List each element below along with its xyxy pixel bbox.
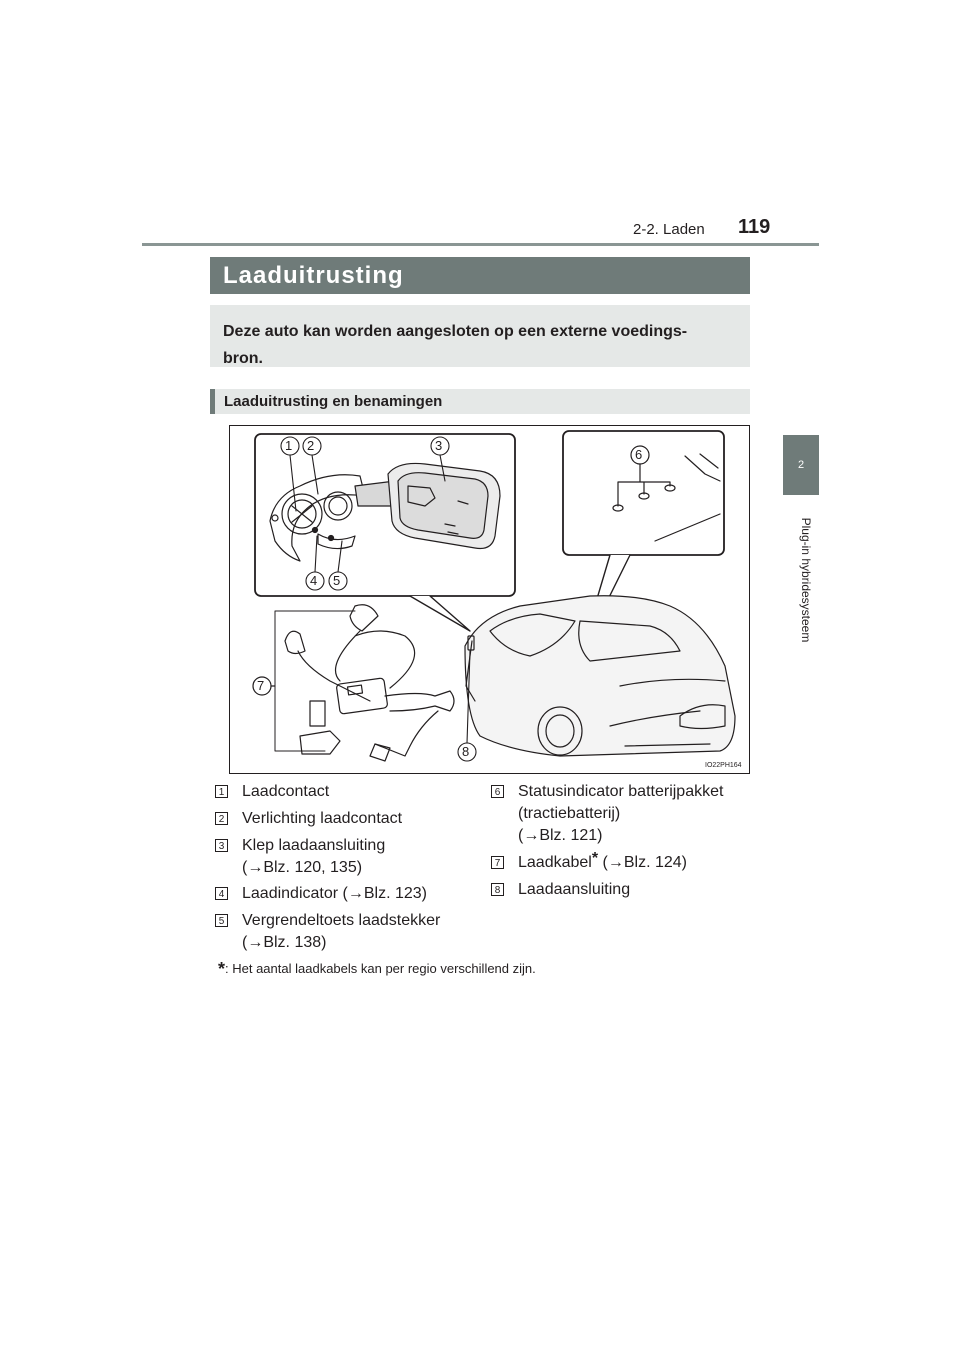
legend-item-1: 1 Laadcontact	[215, 781, 455, 803]
legend-text: Laadcontact	[242, 783, 330, 800]
legend-number: 5	[215, 914, 228, 927]
callout-7: 7	[257, 678, 265, 693]
legend-text: Laadaansluiting	[518, 881, 631, 898]
legend-label: Laadkabel	[518, 854, 592, 871]
subheading: Laaduitrusting en benamingen	[210, 389, 750, 414]
chapter-tab: 2	[783, 435, 819, 495]
chapter-number: 2	[797, 459, 805, 471]
section-reference: 2-2. Laden	[633, 221, 705, 238]
equipment-illustration: 1 2 3 4 5 6 7 8	[229, 425, 750, 774]
footnote-star: *	[218, 959, 226, 979]
page-title: Laaduitrusting	[210, 257, 750, 294]
legend-item-8: 8 Laadaansluiting	[491, 879, 751, 901]
legend-item-4: 4 Laadindicator (→Blz. 123)	[215, 883, 455, 905]
footnote: *: Het aantal laadkabels kan per regio v…	[218, 959, 536, 980]
legend-item-2: 2 Verlichting laadcontact	[215, 808, 455, 830]
charge-port-drawing	[269, 462, 501, 562]
legend-text: Verlichting laadcontact	[242, 810, 403, 827]
legend-text: Statusindicator batterijpakket	[518, 783, 724, 800]
callout-6: 6	[635, 447, 643, 462]
legend-number: 7	[491, 856, 504, 869]
subheading-text: Laaduitrusting en benamingen	[224, 393, 443, 410]
legend-text: Laadkabel* (→Blz. 124)	[518, 850, 687, 873]
callout-8: 8	[462, 744, 470, 759]
intro-line-2: bron.	[223, 350, 263, 367]
callout-2: 2	[307, 438, 315, 453]
car-drawing	[464, 595, 736, 757]
legend-text: (tractiebatterij)	[518, 805, 621, 822]
callout-3: 3	[435, 438, 443, 453]
legend-item-5: 5 Vergrendeltoets laadstekker (→Blz. 138…	[215, 910, 455, 954]
charging-cable-drawing	[252, 604, 455, 762]
legend-text: (→Blz. 138)	[242, 934, 327, 951]
legend-number: 3	[215, 839, 228, 852]
chapter-title: Plug-in hybridesysteem	[799, 517, 813, 643]
legend-text: Klep laadaansluiting	[242, 837, 386, 854]
legend-text: (→Blz. 121)	[518, 827, 603, 844]
legend-item-6: 6 Statusindicator batterijpakket (tracti…	[491, 781, 751, 847]
legend-item-3: 3 Klep laadaansluiting (→Blz. 120, 135)	[215, 835, 455, 879]
legend-number: 8	[491, 883, 504, 896]
legend-suffix: (→Blz. 124)	[598, 854, 687, 871]
page-number: 119	[738, 216, 771, 238]
legend-text: Vergrendeltoets laadstekker	[242, 912, 441, 929]
legend-number: 1	[215, 785, 228, 798]
intro-line-1: Deze auto kan worden aangesloten op een …	[223, 323, 688, 340]
page-title-text: Laaduitrusting	[223, 261, 404, 289]
callout-1: 1	[285, 438, 293, 453]
header-rule	[142, 243, 819, 246]
status-indicator-inset	[562, 430, 725, 556]
legend-text: Laadindicator (→Blz. 123)	[242, 885, 427, 902]
legend-text: (→Blz. 120, 135)	[242, 859, 363, 876]
illustration-svg	[252, 430, 736, 762]
legend-item-7: 7 Laadkabel* (→Blz. 124)	[491, 850, 751, 874]
charge-port-inset	[254, 433, 516, 597]
legend-number: 4	[215, 887, 228, 900]
footnote-text: : Het aantal laadkabels kan per regio ve…	[225, 961, 536, 976]
footnote-marker: *	[591, 850, 599, 867]
status-indicator-drawing	[612, 445, 721, 542]
legend-number: 6	[491, 785, 504, 798]
legend-number: 2	[215, 812, 228, 825]
callout-5: 5	[333, 573, 341, 588]
intro-box: Deze auto kan worden aangesloten op een …	[210, 305, 750, 367]
inset-pointer-left	[409, 595, 471, 632]
figure-code: IO22PH164	[705, 762, 742, 769]
callout-4: 4	[310, 573, 318, 588]
